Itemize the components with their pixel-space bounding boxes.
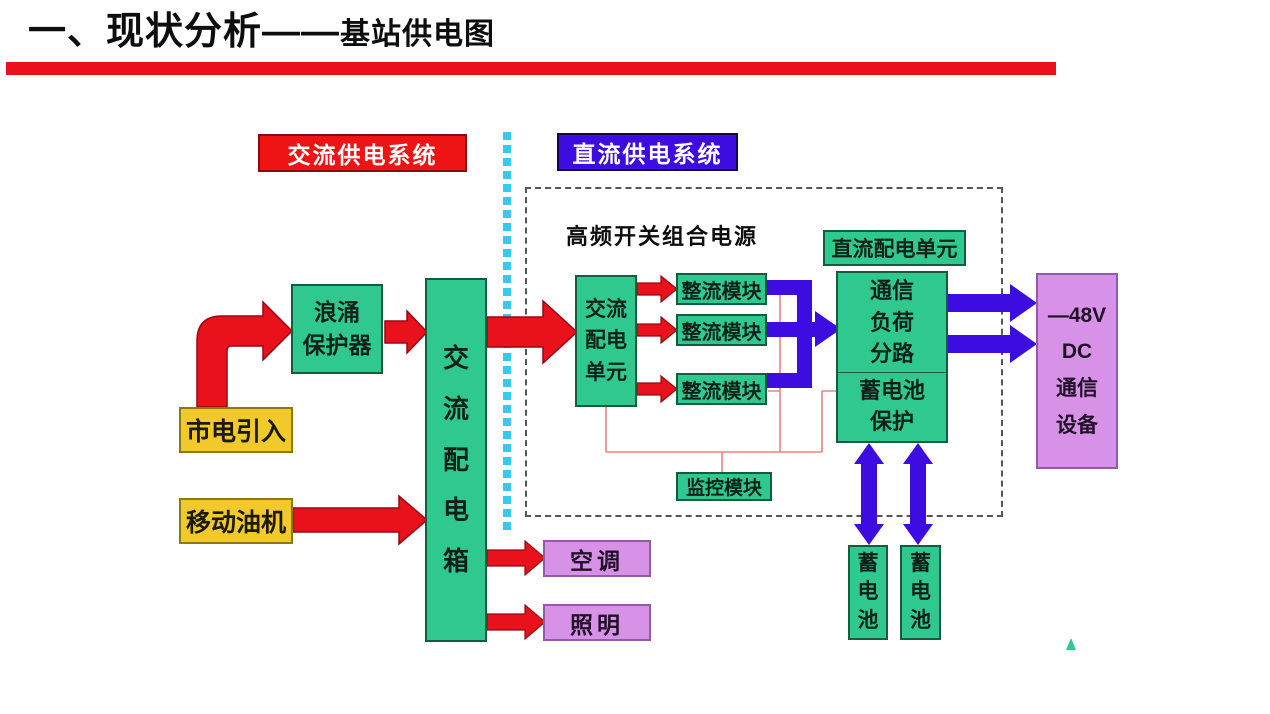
ac-system-label: 交流供电系统 xyxy=(258,134,467,172)
arrow-mains-to-surge xyxy=(196,300,294,408)
arrow-dcunit-to-equipment-1 xyxy=(948,284,1037,322)
node-mains-input: 市电引入 xyxy=(179,407,293,453)
arrow-battery-2 xyxy=(903,443,933,545)
node-surge-protector: 浪涌 保护器 xyxy=(291,284,383,374)
arrow-acbox-to-acunit xyxy=(486,299,579,365)
arrow-acunit-to-rect2 xyxy=(636,315,678,345)
node-battery-1: 蓄 电 池 xyxy=(848,545,888,640)
arrow-battery-1 xyxy=(854,443,884,545)
node-mobile-generator: 移动油机 xyxy=(179,498,293,544)
arrow-dcunit-to-equipment-2 xyxy=(948,325,1037,363)
title-sub: 基站供电图 xyxy=(340,18,496,52)
node-comm-load-branch: 通信 负荷 分路 xyxy=(836,271,948,373)
arrow-acbox-to-lighting xyxy=(486,603,546,641)
arrow-generator-to-acbox xyxy=(292,494,429,546)
node-ac-distribution-unit: 交流 配电 单元 xyxy=(575,275,637,407)
node-lighting: 照明 xyxy=(543,604,651,641)
arrow-acbox-to-aircon xyxy=(486,539,546,577)
stray-mark xyxy=(1066,638,1076,650)
node-monitor-module: 监控模块 xyxy=(676,472,772,501)
label-dc-distribution-unit: 直流配电单元 xyxy=(823,230,966,266)
node-rectifier-module-1: 整流模块 xyxy=(676,273,767,305)
dc-bus-arrowhead xyxy=(815,311,841,347)
node-ac-distribution-box: 交 流 配 电 箱 xyxy=(425,278,487,642)
hf-power-title: 高频开关组合电源 xyxy=(566,224,759,249)
page-title: 一、现状分析—— 基站供电图 xyxy=(28,10,495,56)
node-dc-equipment: —48V DC 通信 设备 xyxy=(1036,273,1118,469)
node-air-conditioner: 空调 xyxy=(543,540,651,577)
node-rectifier-module-2: 整流模块 xyxy=(676,314,767,346)
arrow-surge-to-acbox xyxy=(384,309,429,355)
dc-system-label: 直流供电系统 xyxy=(557,133,738,171)
dc-bus xyxy=(767,280,841,388)
node-battery-protection: 蓄电池 保护 xyxy=(836,373,948,443)
arrow-acunit-to-rect3 xyxy=(636,374,678,404)
arrow-acunit-to-rect1 xyxy=(636,274,678,304)
node-rectifier-module-3: 整流模块 xyxy=(676,373,767,405)
title-main: 一、现状分析—— xyxy=(28,11,341,53)
title-underline xyxy=(6,62,1056,75)
node-battery-2: 蓄 电 池 xyxy=(900,545,941,640)
